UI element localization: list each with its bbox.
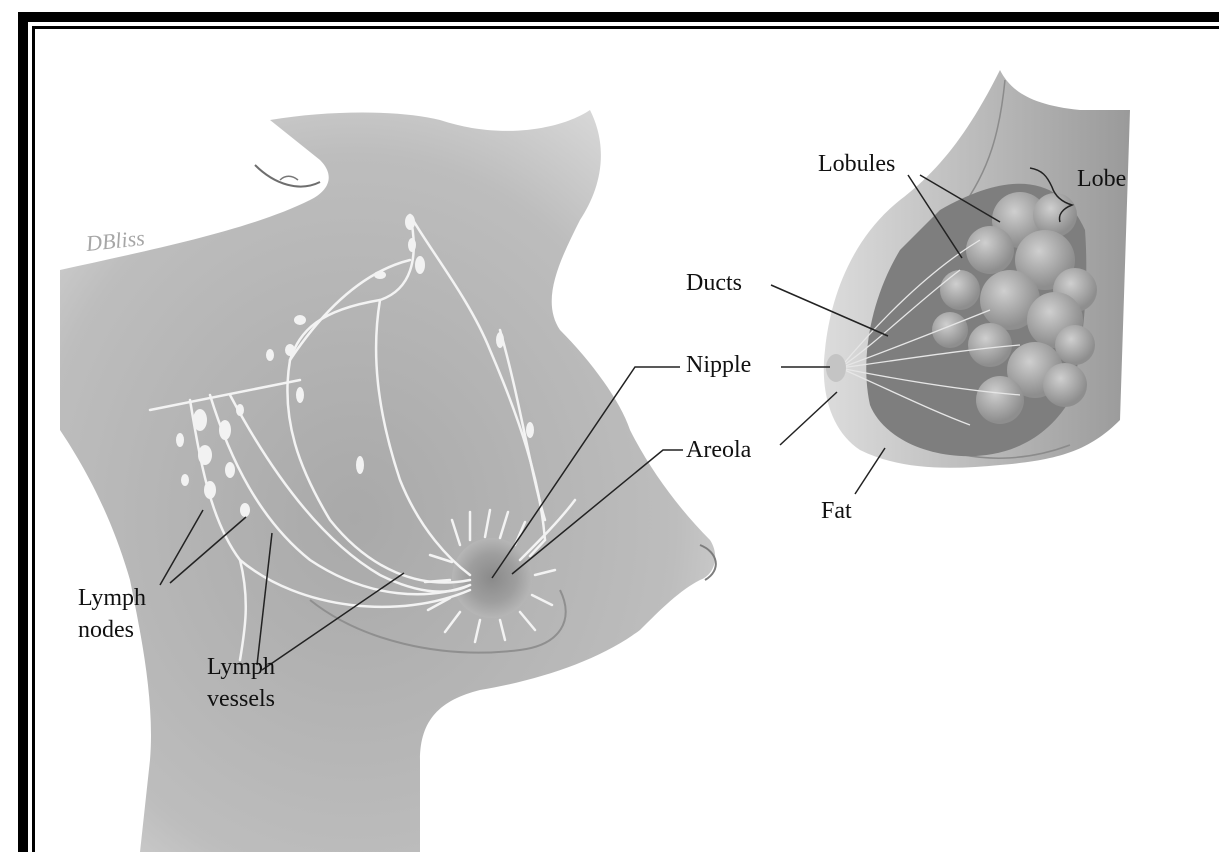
label-lobe: Lobe (1077, 165, 1126, 193)
label-areola: Areola (686, 436, 751, 464)
label-nipple: Nipple (686, 351, 751, 379)
label-lobules: Lobules (818, 150, 895, 178)
label-lymph-vessels: Lymph vessels (207, 653, 275, 713)
label-lymph-nodes-line1: Lymph (78, 584, 146, 612)
label-fat: Fat (821, 497, 852, 525)
label-lymph-vessels-line2: vessels (207, 685, 275, 713)
label-lymph-nodes: Lymph nodes (78, 584, 146, 644)
label-lymph-vessels-line1: Lymph (207, 653, 275, 681)
label-ducts: Ducts (686, 269, 742, 297)
label-lymph-nodes-line2: nodes (78, 616, 146, 644)
